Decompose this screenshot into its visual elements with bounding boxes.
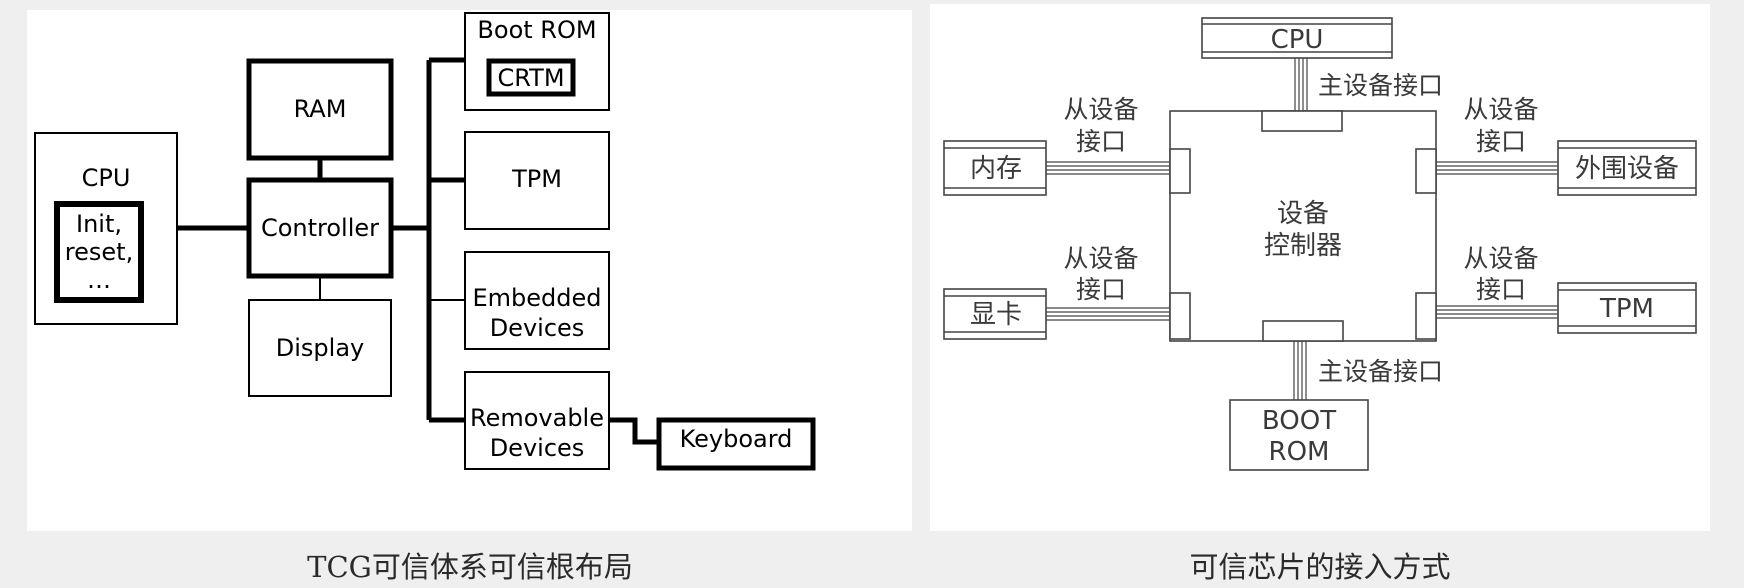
removable-devices-box bbox=[464, 371, 610, 470]
chip-cpu-label: CPU bbox=[1271, 25, 1324, 55]
tcg-diagram: CPU Init, reset, … RAM Controller Displa… bbox=[34, 12, 816, 471]
left-caption: TCG可信体系可信根布局 bbox=[307, 550, 633, 584]
right-lower-slave-port bbox=[1415, 292, 1437, 340]
slave-interface-br-1: 从设备 bbox=[1463, 244, 1538, 273]
tcg-diagram-panel: CPU Init, reset, … RAM Controller Displa… bbox=[27, 10, 912, 531]
peripheral-bus bbox=[1436, 161, 1558, 175]
removable-label-1: Removable bbox=[470, 404, 604, 432]
display-label: Display bbox=[276, 334, 364, 362]
graphics-bus bbox=[1046, 307, 1170, 321]
removable-label-2: Devices bbox=[490, 434, 585, 462]
memory-bus bbox=[1046, 161, 1170, 175]
slave-interface-tl-2: 接口 bbox=[1076, 127, 1126, 156]
top-master-port bbox=[1261, 110, 1343, 132]
keyboard-label: Keyboard bbox=[680, 425, 793, 453]
embedded-label-2: Devices bbox=[490, 314, 585, 342]
slave-interface-tl-1: 从设备 bbox=[1063, 95, 1138, 124]
chip-access-panel: CPU 内存 显卡 外围设备 TPM 设备 控制器 BOOT ROM 主设备接口… bbox=[930, 4, 1710, 531]
peripheral-bar bbox=[1557, 140, 1697, 196]
controller-label-1: 设备 bbox=[1277, 199, 1329, 229]
slave-interface-bl-2: 接口 bbox=[1076, 275, 1126, 304]
tpm-bar bbox=[1557, 282, 1697, 334]
embedded-label-1: Embedded bbox=[472, 284, 601, 312]
crtm-box bbox=[486, 58, 576, 97]
memory-label: 内存 bbox=[970, 154, 1022, 184]
tpm-label: TPM bbox=[511, 165, 562, 193]
init-box bbox=[54, 201, 144, 303]
cpu-box bbox=[34, 132, 178, 325]
controller-label: Controller bbox=[261, 214, 379, 242]
boot-rom-box bbox=[1229, 399, 1369, 471]
slave-interface-br-2: 接口 bbox=[1476, 275, 1526, 304]
slave-interface-tr-1: 从设备 bbox=[1463, 95, 1538, 124]
left-lower-slave-port bbox=[1169, 292, 1191, 340]
cpu-bus bbox=[1294, 58, 1308, 111]
bottom-master-port bbox=[1262, 320, 1344, 342]
memory-bar bbox=[943, 140, 1047, 196]
boot-rom-label-1: BOOT bbox=[1262, 406, 1336, 436]
tpm-bus bbox=[1436, 305, 1558, 319]
master-interface-top: 主设备接口 bbox=[1318, 71, 1443, 100]
tpm-box bbox=[464, 131, 610, 230]
left-upper-slave-port bbox=[1169, 148, 1191, 194]
boot-rom-label-2: ROM bbox=[1269, 437, 1330, 467]
ram-box bbox=[246, 58, 394, 161]
crtm-label: CRTM bbox=[497, 64, 564, 92]
boot-rom-label: Boot ROM bbox=[477, 16, 596, 44]
ram-label: RAM bbox=[294, 95, 347, 123]
display-box bbox=[248, 299, 392, 397]
graphics-bar bbox=[943, 288, 1047, 340]
controller-label-2: 控制器 bbox=[1264, 231, 1342, 261]
init-label-3: … bbox=[87, 266, 111, 294]
init-label-2: reset, bbox=[65, 238, 133, 266]
chip-access-diagram: CPU 内存 显卡 外围设备 TPM 设备 控制器 BOOT ROM 主设备接口… bbox=[943, 17, 1697, 471]
cpu-label: CPU bbox=[82, 164, 131, 192]
slave-interface-bl-1: 从设备 bbox=[1063, 244, 1138, 273]
controller-box bbox=[246, 177, 394, 279]
right-caption: 可信芯片的接入方式 bbox=[1189, 550, 1451, 584]
slave-interface-tr-2: 接口 bbox=[1476, 127, 1526, 156]
graphics-label: 显卡 bbox=[970, 300, 1022, 330]
removable-keyboard-link bbox=[609, 417, 659, 445]
boot-rom-box bbox=[464, 12, 610, 111]
master-interface-bottom: 主设备接口 bbox=[1318, 357, 1443, 386]
init-label-1: Init, bbox=[76, 210, 122, 238]
right-upper-slave-port bbox=[1415, 148, 1437, 194]
keyboard-box bbox=[656, 417, 816, 471]
peripheral-label: 外围设备 bbox=[1575, 154, 1679, 184]
embedded-devices-box bbox=[464, 251, 610, 350]
chip-tpm-label: TPM bbox=[1599, 294, 1654, 324]
bootrom-bus bbox=[1293, 341, 1307, 400]
